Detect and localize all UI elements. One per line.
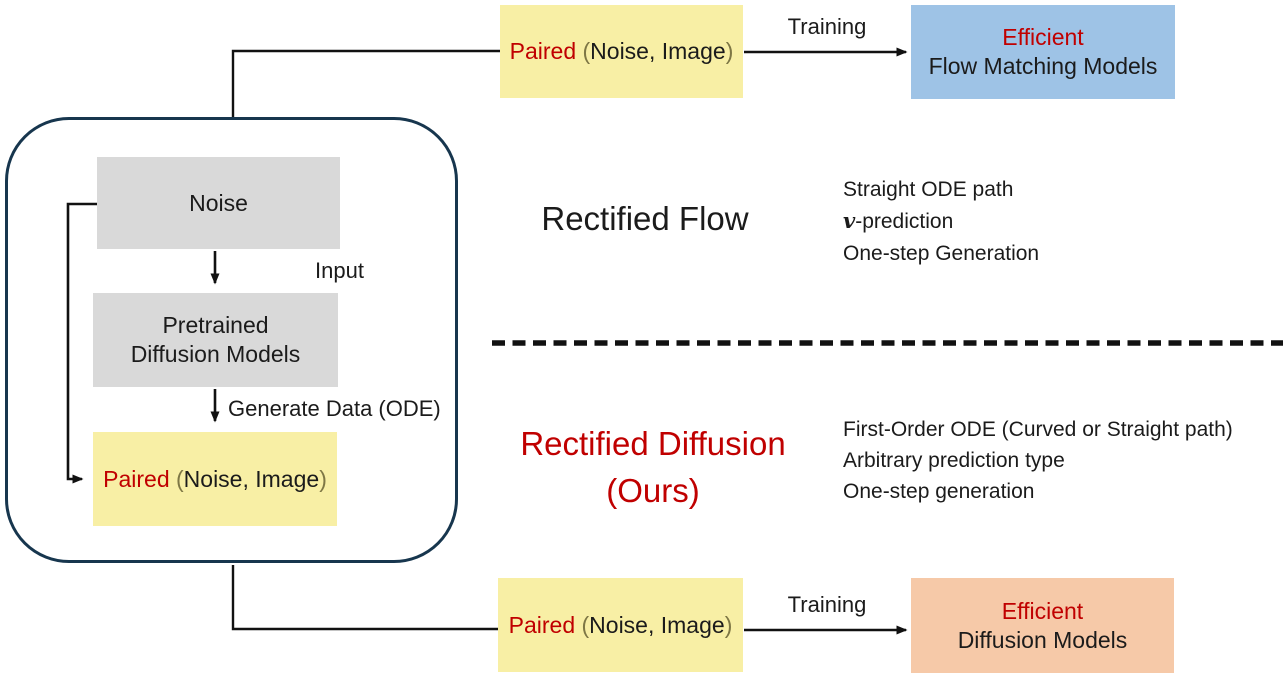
paired-box-bottom: Paired (Noise, Image) [498,578,743,672]
rectified-flow-title: Rectified Flow [541,200,749,237]
rf-point-2: v-prediction [843,205,1039,237]
paired-inner-text: Noise, Image [590,38,726,64]
rectified-flow-points: Straight ODE path v-prediction One-step … [843,173,1039,269]
rectified-diffusion-points: First-Order ODE (Curved or Straight path… [843,414,1233,507]
arrow-feedback-loop [66,202,97,484]
rd-point-1: First-Order ODE (Curved or Straight path… [843,418,1233,441]
pretrained-label-line2: Diffusion Models [130,341,301,367]
pipeline-frame [5,117,458,563]
paired-close-paren: ) [725,38,734,64]
paired-box-top: Paired (Noise, Image) [500,5,743,98]
paired-label: Paired (Noise, Image) [509,611,733,640]
rectified-diffusion-title-line2: (Ours) [606,472,700,509]
paired-open-paren: ( [576,38,591,64]
flow-matching-models-label: Flow Matching Models [928,53,1158,79]
rectified-diffusion-title-line1: Rectified Diffusion [520,425,786,462]
generate-data-arrow-label: Generate Data (ODE) [228,396,441,421]
efficient-label: Efficient [1001,597,1084,624]
connector-frame-to-bottom-paired [231,565,498,631]
paired-inner-text: Noise, Image [183,465,320,492]
noise-box: Noise [97,157,340,249]
noise-label: Noise [189,189,248,216]
rectified-diffusion-title: Rectified Diffusion (Ours) [490,420,816,514]
diffusion-models-box: Efficient Diffusion Models [911,578,1174,673]
math-symbol-v: v [843,208,856,233]
input-arrow-label: Input [315,258,364,283]
rf-point-1-text: Straight ODE path [843,178,1014,201]
paired-word: Paired [508,611,576,638]
rf-point-2-text: -prediction [855,210,954,233]
paired-open-paren: ( [575,611,590,638]
paired-word: Paired [509,38,577,64]
rf-point-3: One-step Generation [843,237,1039,269]
rd-point-2: Arbitrary prediction type [843,449,1065,472]
flow-matching-models-box: Efficient Flow Matching Models [911,5,1175,99]
pretrained-diffusion-box: Pretrained Diffusion Models [93,293,338,387]
paired-label: Paired (Noise, Image) [510,37,734,66]
paired-close-paren: ) [319,465,327,492]
paired-inner-text: Noise, Image [589,611,725,638]
paired-box-inner: Paired (Noise, Image) [93,432,337,526]
training-label-bottom: Training [787,592,867,617]
training-label-top: Training [787,14,867,39]
paired-open-paren: ( [169,465,184,492]
rf-point-3-text: One-step Generation [843,242,1040,265]
rd-point-3: One-step generation [843,480,1035,503]
pretrained-label-line1: Pretrained [162,312,269,338]
paired-close-paren: ) [724,611,733,638]
paired-label: Paired (Noise, Image) [103,465,327,494]
paired-word: Paired [103,465,170,492]
efficient-label: Efficient [1002,24,1084,50]
diffusion-models-label: Diffusion Models [957,626,1128,653]
connector-frame-to-top-paired [231,49,500,119]
rf-point-1: Straight ODE path [843,173,1039,205]
